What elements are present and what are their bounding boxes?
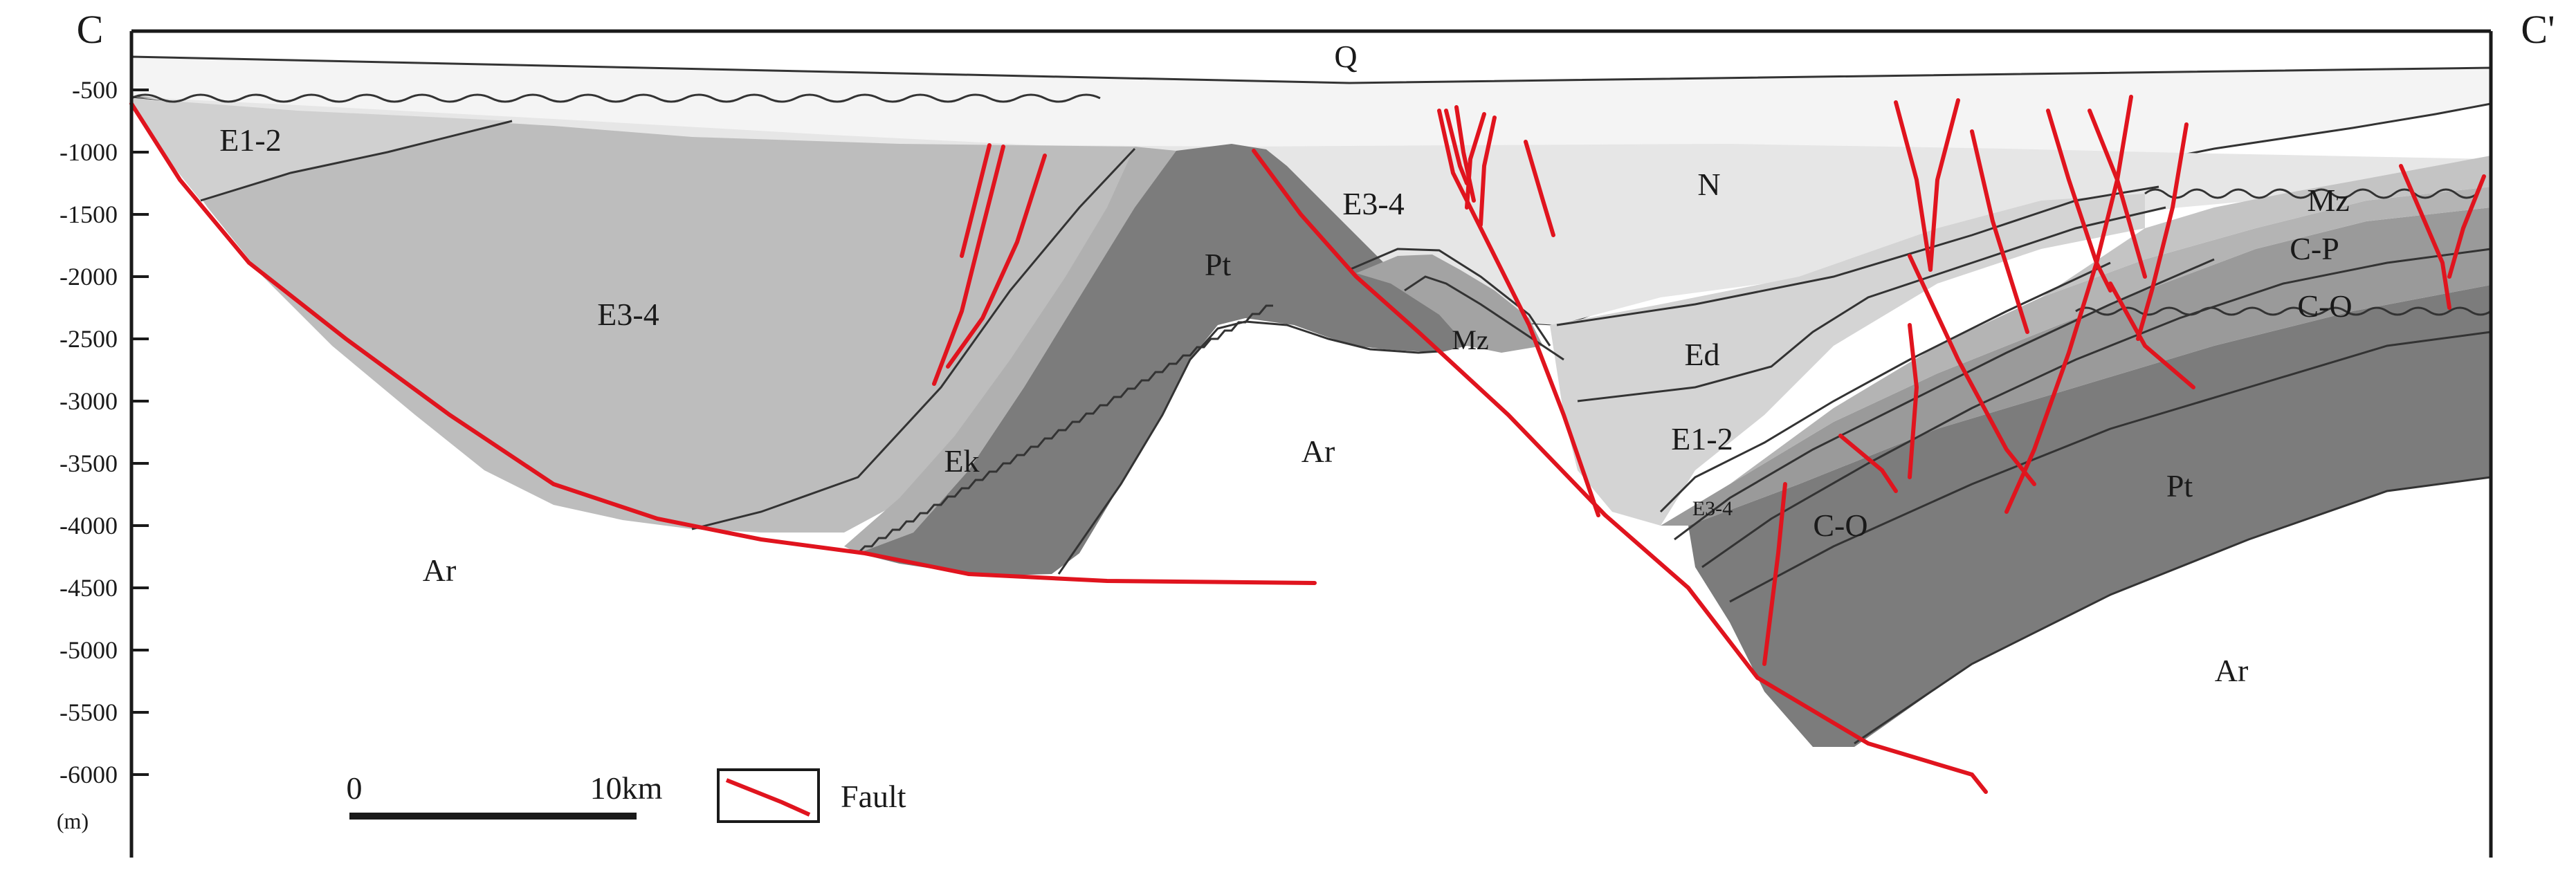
right-contact-pt	[1729, 331, 2492, 603]
right-contact-co1	[1674, 258, 2215, 541]
right-contact-e34	[1659, 261, 2111, 513]
fault-right-3	[1908, 254, 2036, 486]
label-e34-left: E3-4	[597, 297, 659, 332]
fault-legend-icon	[725, 778, 811, 817]
e34-left-layer	[131, 100, 1176, 533]
fault-right-10	[2399, 164, 2451, 310]
right-contact-e12	[1577, 206, 2166, 403]
fault-right-8	[2136, 122, 2189, 341]
contact-lines	[131, 93, 2492, 745]
fault-central	[1252, 149, 1607, 517]
fault-right-11	[2447, 174, 2486, 279]
fault-splay-3	[946, 154, 1047, 369]
label-ar-center: Ar	[1301, 434, 1335, 469]
label-q: Q	[1334, 39, 1357, 74]
ek-layer	[844, 147, 1176, 553]
fault-right-5	[2046, 109, 2112, 293]
depth-label: -6000	[60, 761, 118, 788]
central-contact-2	[1404, 275, 1564, 361]
right-unconformity	[2144, 188, 2478, 199]
label-e12-right: E1-2	[1671, 421, 1733, 456]
depth-label: -2000	[60, 263, 118, 290]
fault-central-6	[1437, 109, 1600, 517]
label-co-center: C-O	[1813, 508, 1867, 543]
label-e34-center: E3-4	[1342, 186, 1404, 221]
fault-right-12	[1908, 323, 1919, 479]
depth-tick-labels: -500 -1000 -1500 -2000 -2500 -3000 -3500…	[60, 76, 118, 788]
right-contact-ar	[1854, 476, 2492, 745]
mz-center-layer	[1356, 255, 1543, 353]
fault-right-14	[1762, 482, 1787, 666]
label-ed: Ed	[1684, 337, 1719, 372]
frame	[129, 29, 2493, 858]
depth-label: -5000	[60, 636, 118, 664]
right-paleogene-layer	[1550, 194, 2145, 526]
legend: Fault	[717, 768, 906, 823]
label-ek: Ek	[944, 443, 979, 479]
depth-axis: -500 -1000 -1500 -2000 -2500 -3000 -3500…	[57, 76, 149, 833]
unconformity-top	[131, 93, 1101, 103]
scale-bar-start-label: 0	[347, 770, 363, 806]
depth-unit: (m)	[57, 808, 89, 833]
label-ar-right: Ar	[2215, 653, 2249, 688]
label-mz-right: Mz	[2307, 183, 2349, 218]
fault-right-4	[1970, 129, 2029, 334]
mz-right-layer	[1834, 156, 2491, 408]
fault-right-7	[2004, 95, 2133, 514]
label-cp: C-P	[2290, 231, 2339, 266]
pt-right-layer	[1688, 285, 2491, 747]
depth-label: -4000	[60, 512, 118, 539]
depth-label: -2500	[60, 325, 118, 353]
legend-fault-label: Fault	[841, 779, 906, 814]
label-co-right: C-O	[2297, 288, 2352, 324]
fault-right-2	[1928, 98, 1960, 272]
label-e12-left: E1-2	[219, 122, 281, 158]
fault-main-left	[129, 102, 1317, 585]
label-pt-right: Pt	[2166, 468, 2193, 503]
pt-center-layer	[858, 144, 1467, 576]
fault-central-3	[1465, 112, 1486, 210]
label-mz-center: Mz	[1452, 324, 1488, 355]
right-contact-co2	[1701, 248, 2492, 568]
fault-splay-1	[960, 143, 992, 258]
depth-label: -3000	[60, 387, 118, 415]
fault-central-4	[1479, 115, 1497, 227]
depth-label: -5500	[60, 698, 118, 726]
ar-dome-contact	[1057, 320, 1440, 575]
right-contact-ed	[1556, 185, 2159, 326]
depth-label: -1500	[60, 201, 118, 228]
ek-contact-wavy	[857, 304, 1273, 555]
label-n: N	[1697, 167, 1720, 202]
scale-bar: 0 10km	[347, 770, 663, 820]
central-contact-1	[1349, 248, 1551, 346]
label-pt-center: Pt	[1205, 247, 1232, 282]
label-ar-left: Ar	[423, 553, 457, 588]
fault-master-right	[1603, 513, 1988, 794]
fault-central-1	[1444, 109, 1469, 185]
section-end-left: C	[77, 7, 104, 52]
fault-right-1	[1894, 100, 1933, 272]
depth-label: -1000	[60, 138, 118, 166]
scale-bar-end-label: 10km	[590, 770, 663, 806]
depth-tick-marks	[131, 89, 149, 776]
section-end-right: C'	[2521, 7, 2555, 52]
fault-right-13	[1838, 434, 1898, 493]
e12-base-left	[200, 120, 513, 202]
co-right-layer	[1661, 207, 2491, 526]
fault-splay-2	[932, 145, 1005, 386]
label-e34-small: E3-4	[1692, 497, 1733, 520]
fault-central-5	[1524, 140, 1555, 237]
depth-label: -500	[72, 76, 118, 104]
faults	[129, 95, 2486, 794]
depth-label: -3500	[60, 450, 118, 477]
depth-label: -4500	[60, 574, 118, 602]
strata-fills	[130, 55, 2492, 747]
fault-right-9	[2108, 281, 2195, 389]
ek-contact-outer	[691, 147, 1136, 530]
e12-left-layer	[131, 98, 512, 201]
strata-label-group: Q N E1-2 E3-4 Ek Pt Ar Ar E3-4 Mz Ed E1-…	[219, 39, 2352, 688]
